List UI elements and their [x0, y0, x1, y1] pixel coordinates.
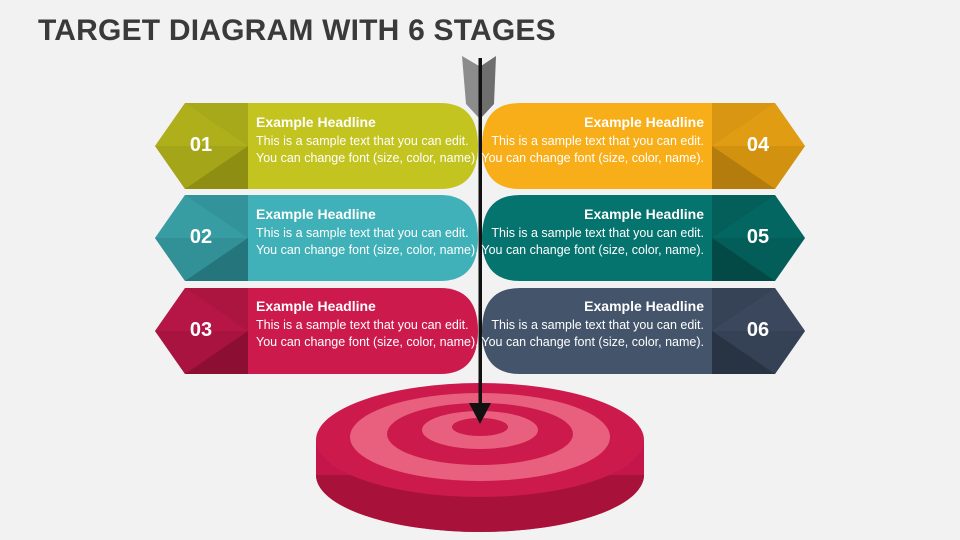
stage-04-text: Example Headline This is a sample text t… — [472, 114, 704, 167]
stage-02-arrow-facet — [155, 195, 248, 281]
page-title: TARGET DIAGRAM WITH 6 STAGES — [38, 14, 556, 47]
stage-05-arrow-facet — [712, 195, 805, 281]
stage-02-body — [248, 195, 478, 281]
stage-02-body-text: This is a sample text that you can edit.… — [256, 226, 479, 257]
stage-band-02 — [155, 195, 478, 281]
stage-04-headline: Example Headline — [584, 114, 704, 130]
arrow-head — [469, 403, 491, 424]
arrow-shaft — [478, 58, 482, 408]
stage-01-number: 01 — [189, 134, 213, 156]
stage-06-number: 06 — [746, 319, 770, 341]
stage-06-body — [482, 288, 712, 374]
stage-03-text: Example Headline This is a sample text t… — [256, 298, 488, 351]
target-icon — [316, 383, 644, 532]
stage-05-text: Example Headline This is a sample text t… — [472, 206, 704, 259]
stage-05-headline: Example Headline — [584, 206, 704, 222]
stage-06-headline: Example Headline — [584, 298, 704, 314]
arrow-fletching-right — [481, 56, 496, 118]
stage-06-body-text: This is a sample text that you can edit.… — [481, 318, 704, 349]
arrow-icon — [462, 56, 496, 424]
stage-01-body-text: This is a sample text that you can edit.… — [256, 134, 479, 165]
stage-03-body — [248, 288, 478, 374]
stage-02-text: Example Headline This is a sample text t… — [256, 206, 488, 259]
stage-04-body-text: This is a sample text that you can edit.… — [481, 134, 704, 165]
stage-band-01 — [155, 103, 478, 189]
stage-02-number: 02 — [189, 226, 213, 248]
target-ring-4 — [452, 418, 508, 436]
stage-04-body — [482, 103, 712, 189]
stage-band-06 — [482, 288, 805, 374]
stage-03-body-text: This is a sample text that you can edit.… — [256, 318, 479, 349]
stage-band-05 — [482, 195, 805, 281]
stage-band-03 — [155, 288, 478, 374]
stage-04-arrow-facet — [712, 103, 805, 189]
stage-04-number: 04 — [746, 134, 770, 156]
stage-06-text: Example Headline This is a sample text t… — [472, 298, 704, 351]
stage-05-number: 05 — [746, 226, 770, 248]
stage-band-04 — [482, 103, 805, 189]
stage-03-headline: Example Headline — [256, 298, 376, 314]
arrow-fletching-left — [462, 56, 479, 118]
stage-02-headline: Example Headline — [256, 206, 376, 222]
stage-01-body — [248, 103, 478, 189]
stage-05-body-text: This is a sample text that you can edit.… — [481, 226, 704, 257]
stage-03-number: 03 — [189, 319, 213, 341]
stage-01-text: Example Headline This is a sample text t… — [256, 114, 488, 167]
stage-06-arrow-facet — [712, 288, 805, 374]
stage-05-body — [482, 195, 712, 281]
stage-01-headline: Example Headline — [256, 114, 376, 130]
stage-01-arrow-facet — [155, 103, 248, 189]
stage-03-arrow-facet — [155, 288, 248, 374]
